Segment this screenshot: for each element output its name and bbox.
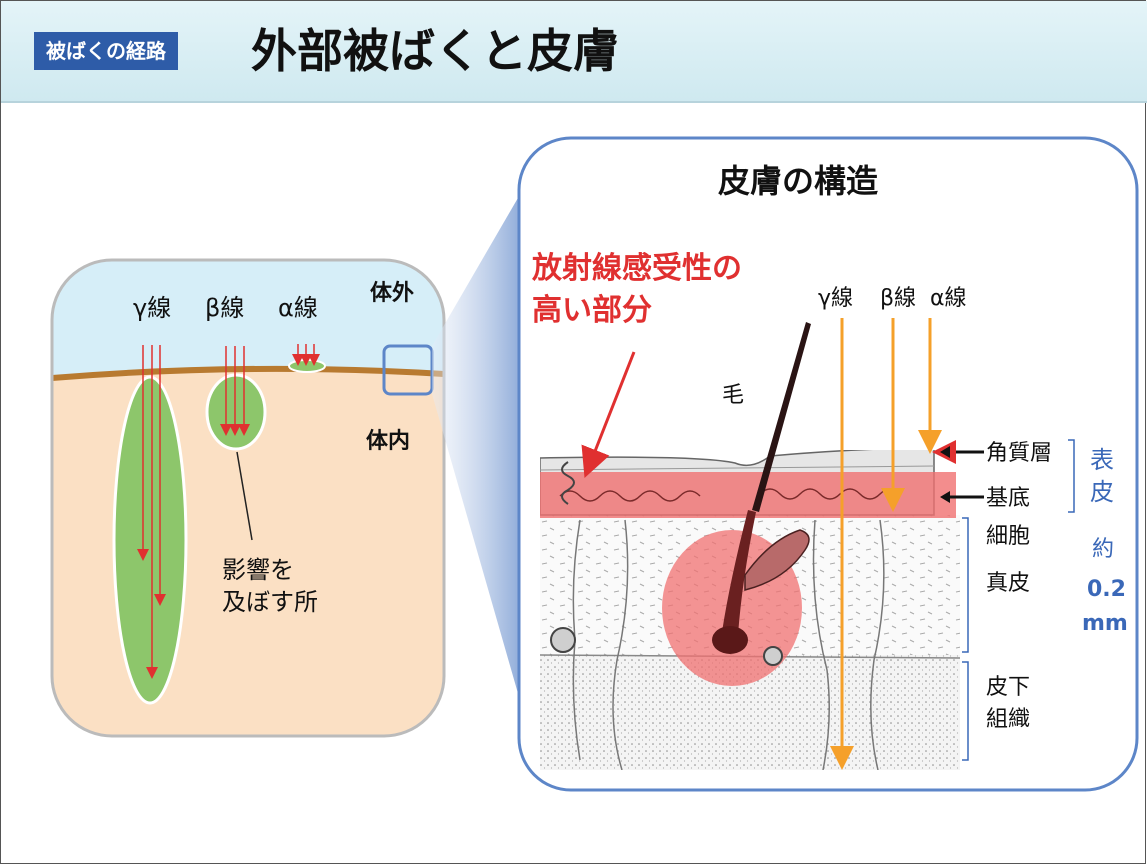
alpha-ray-label-right: α線 <box>930 286 967 311</box>
beta-ray-label: β線 <box>205 294 244 322</box>
page-title: 外部被ばくと皮膚 <box>251 24 619 78</box>
epidermis-label-line1: 表 <box>1090 446 1114 474</box>
hair-root <box>722 510 756 635</box>
epidermis-label-line2: 皮 <box>1090 478 1114 506</box>
corneum-pointer-head <box>940 446 950 458</box>
inside-body-label: 体内 <box>366 429 410 454</box>
subcutaneous-label-line2: 組織 <box>986 707 1030 732</box>
hair-label: 毛 <box>722 383 744 408</box>
thickness-unit: mm <box>1082 611 1128 636</box>
sweat-gland <box>550 627 576 653</box>
header-bar: 被ばくの経路 外部被ばくと皮膚 <box>1 1 1147 103</box>
left-body-panel: γ線 β線 α線 体外 体内 影響を 及ぼす所 <box>50 258 446 738</box>
thickness-label-approx: 約 <box>1092 537 1114 562</box>
thickness-value: 0.2 <box>1087 577 1126 602</box>
hair-shaft <box>752 322 811 512</box>
beta-ray-label-right: β線 <box>880 286 916 311</box>
basal-cell-wave <box>559 488 901 502</box>
category-badge: 被ばくの経路 <box>34 32 178 70</box>
basal-pointer-head <box>940 491 950 503</box>
sensitive-part-label-line2: 高い部分 <box>532 293 652 328</box>
sensitive-part-label-line1: 放射線感受性の <box>531 251 742 286</box>
hair-bulb <box>712 626 748 654</box>
outside-body-label: 体外 <box>370 280 414 306</box>
sensitive-part-arrow <box>581 351 636 478</box>
alpha-ray-label: α線 <box>278 294 318 322</box>
gamma-ray-label: γ線 <box>133 294 171 322</box>
sebaceous-gland <box>744 529 810 591</box>
alpha-affected-zone <box>288 359 326 373</box>
sweat-duct <box>561 461 575 505</box>
epidermis-bracket <box>1068 439 1075 513</box>
affected-area-label-line2: 及ぼす所 <box>222 588 318 616</box>
dermis-label: 真皮 <box>986 571 1030 596</box>
sweat-gland <box>763 646 783 666</box>
affected-area-label-line1: 影響を <box>222 556 294 584</box>
skin-structure-panel: 皮膚の構造 <box>517 136 1139 792</box>
affected-pointer-line <box>236 451 253 541</box>
stratum-corneum-label: 角質層 <box>986 441 1052 466</box>
subcutaneous-bracket <box>962 661 969 761</box>
basal-cell-label-line2: 細胞 <box>986 524 1030 549</box>
zoom-connector <box>432 160 540 770</box>
gamma-affected-zone <box>112 375 188 705</box>
basal-cell-label-line1: 基底 <box>986 486 1030 511</box>
skin-cross-section <box>540 450 960 770</box>
skin-structure-title: 皮膚の構造 <box>718 162 878 200</box>
dermis-bracket <box>962 517 969 653</box>
gamma-ray-label-right: γ線 <box>818 286 853 311</box>
skin-surface-line <box>52 365 444 381</box>
beta-affected-zone <box>205 373 267 451</box>
left-panel-border <box>50 258 446 738</box>
subcutaneous-label-line1: 皮下 <box>986 675 1030 700</box>
